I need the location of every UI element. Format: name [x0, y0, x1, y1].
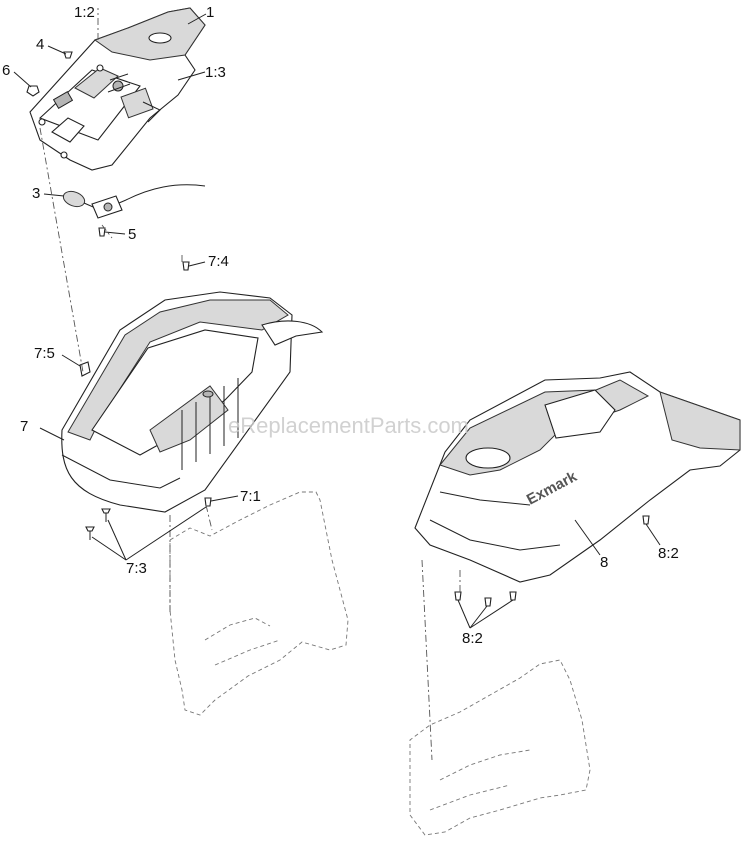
left-gasket: [169, 491, 349, 716]
throttle-cable: [62, 184, 206, 237]
callout-8: 8: [600, 554, 608, 571]
watermark: eReplacementParts.com: [228, 413, 469, 438]
callout-3: 3: [32, 185, 40, 202]
pod-screws-8-2: [454, 515, 650, 607]
control-panel: [29, 7, 206, 171]
callout-1-2: 1:2: [74, 4, 95, 21]
callout-7-1: 7:1: [240, 488, 261, 505]
leader-lines: [13, 13, 661, 629]
left-pod: [61, 291, 324, 513]
nut-6: [26, 85, 40, 97]
callout-1-3: 1:3: [205, 64, 226, 81]
callout-8-2-lower: 8:2: [462, 630, 483, 647]
callout-7-4: 7:4: [208, 253, 229, 270]
guide-lines: [39, 8, 461, 761]
screw-4: [63, 51, 73, 59]
callout-8-2-right: 8:2: [658, 545, 679, 562]
callout-4: 4: [36, 36, 44, 53]
callout-5: 5: [128, 226, 136, 243]
right-gasket: [409, 659, 591, 836]
callout-6: 6: [2, 62, 10, 79]
callout-7-5: 7:5: [34, 345, 55, 362]
callout-7: 7: [20, 418, 28, 435]
callout-7-3: 7:3: [126, 560, 147, 577]
callouts: 1 1:2 1:3 4 6 3 5 7:4 7:5 7 7:1 7:3 8 8:…: [2, 4, 679, 647]
right-pod: [414, 371, 741, 583]
callout-1: 1: [206, 4, 214, 21]
pod-screws-7-3: [85, 261, 212, 540]
